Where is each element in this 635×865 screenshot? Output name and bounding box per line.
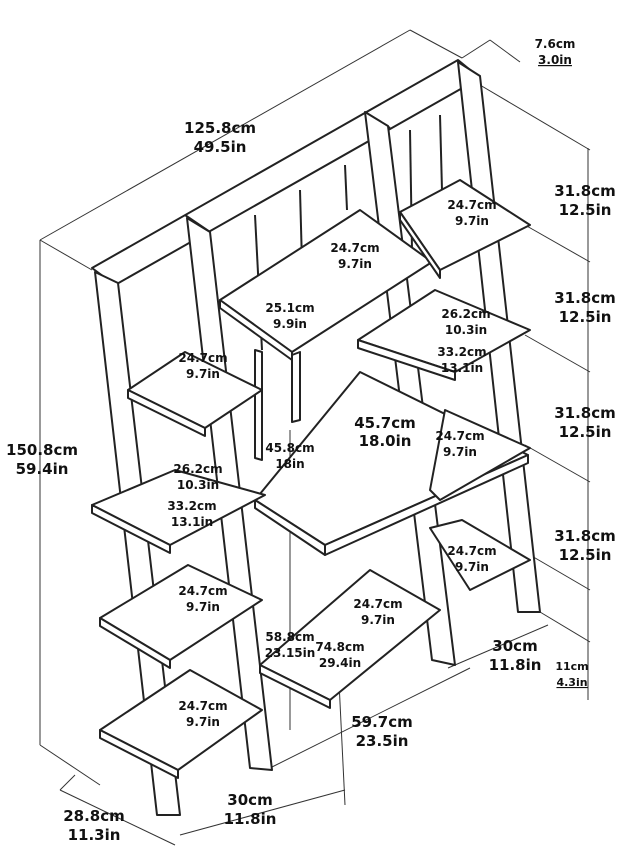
height-extension-bottom bbox=[39, 744, 101, 786]
label-ls2-depth-cm: 26.2cm bbox=[173, 462, 222, 476]
base-width-line bbox=[269, 667, 471, 769]
label-ls3-in: 9.7in bbox=[186, 600, 220, 614]
hutch-support-left bbox=[254, 349, 263, 461]
left-shelf-1-edge bbox=[127, 389, 206, 437]
label-desk-height-in: 18in bbox=[275, 457, 304, 471]
label-tier3-cm: 31.8cm bbox=[554, 404, 616, 422]
base-left-depth-line bbox=[179, 789, 346, 836]
label-rs3-in: 9.7in bbox=[443, 445, 477, 459]
label-tier1-in: 12.5in bbox=[559, 201, 612, 219]
right-shelf-4 bbox=[429, 519, 531, 591]
overall-width-line bbox=[39, 29, 411, 241]
label-leg-a-in: 23.15in bbox=[265, 646, 316, 660]
labels: 7.6cm 3.0in 125.8cm 49.5in 150.8cm 59.4i… bbox=[6, 37, 616, 844]
label-ls1-in: 9.7in bbox=[186, 367, 220, 381]
left-shelves bbox=[91, 351, 266, 779]
label-rs4-in: 9.7in bbox=[455, 560, 489, 574]
dimension-lines bbox=[39, 29, 591, 846]
label-ls2-width-cm: 33.2cm bbox=[167, 499, 216, 513]
top-depth-line bbox=[461, 39, 491, 59]
width-extension-left bbox=[39, 239, 93, 271]
label-base-width-cm: 59.7cm bbox=[351, 713, 413, 731]
label-foot-cm: 11cm bbox=[555, 660, 588, 673]
label-leg-b-cm: 74.8cm bbox=[315, 640, 364, 654]
label-side-depth-in: 11.3in bbox=[68, 826, 121, 844]
left-shelf-4 bbox=[99, 669, 263, 771]
label-tier2-in: 12.5in bbox=[559, 308, 612, 326]
right-shelf-3 bbox=[429, 409, 531, 501]
tier-tick-3 bbox=[524, 444, 591, 483]
label-base-right-in: 11.8in bbox=[489, 656, 542, 674]
back-slat-5 bbox=[439, 114, 443, 191]
label-tier3-in: 12.5in bbox=[559, 423, 612, 441]
label-foot-in: 4.3in bbox=[556, 676, 587, 689]
right-shelves bbox=[357, 179, 531, 591]
left-shelf-2-edge bbox=[91, 504, 171, 554]
hutch bbox=[219, 209, 433, 461]
label-hutch-height-in: 9.9in bbox=[273, 317, 307, 331]
label-rs1-in: 9.7in bbox=[455, 214, 489, 228]
label-desk-width-in: 18.0in bbox=[359, 432, 412, 450]
label-depth-top-cm: 7.6cm bbox=[535, 37, 576, 51]
label-rs2-depth-cm: 26.2cm bbox=[441, 307, 490, 321]
label-rs3-cm: 24.7cm bbox=[435, 429, 484, 443]
label-hutch-width-cm: 24.7cm bbox=[330, 241, 379, 255]
label-tier4-in: 12.5in bbox=[559, 546, 612, 564]
label-height-total-in: 59.4in bbox=[16, 460, 69, 478]
label-ls3-cm: 24.7cm bbox=[178, 584, 227, 598]
width-extension-right bbox=[409, 29, 463, 59]
label-rs2-width-cm: 33.2cm bbox=[437, 345, 486, 359]
label-ls2-width-in: 13.1in bbox=[171, 515, 213, 529]
label-height-total-cm: 150.8cm bbox=[6, 441, 78, 459]
tier-tick-5 bbox=[539, 611, 591, 643]
label-leg-b-in: 29.4in bbox=[319, 656, 361, 670]
tier-tick-1 bbox=[524, 224, 591, 263]
side-depth-line bbox=[59, 789, 176, 846]
label-depth-top-in: 3.0in bbox=[538, 53, 572, 67]
label-rs4-cm: 24.7cm bbox=[447, 544, 496, 558]
under-shelf-edge bbox=[259, 664, 331, 709]
left-shelf-3-edge bbox=[99, 617, 171, 669]
label-tier4-cm: 31.8cm bbox=[554, 527, 616, 545]
label-base-left-in: 11.8in bbox=[224, 810, 277, 828]
label-rs1-cm: 24.7cm bbox=[447, 198, 496, 212]
label-rs2-width-in: 13.1in bbox=[441, 361, 483, 375]
label-ls1-cm: 24.7cm bbox=[178, 351, 227, 365]
label-base-right-cm: 30cm bbox=[492, 637, 537, 655]
label-leg-a-cm: 58.8cm bbox=[265, 630, 314, 644]
back-slat-3 bbox=[344, 164, 348, 211]
label-base-left-cm: 30cm bbox=[227, 791, 272, 809]
top-depth-ext bbox=[489, 39, 521, 63]
label-ls4-cm: 24.7cm bbox=[178, 699, 227, 713]
tier-tick-2 bbox=[524, 334, 591, 373]
side-depth-tick bbox=[59, 774, 76, 791]
label-width-total-in: 49.5in bbox=[194, 138, 247, 156]
right-ext-top bbox=[479, 84, 591, 151]
tier-tick-4 bbox=[529, 554, 591, 591]
label-width-total-cm: 125.8cm bbox=[184, 119, 256, 137]
right-shelf-1-edge bbox=[399, 211, 441, 279]
label-base-width-in: 23.5in bbox=[356, 732, 409, 750]
label-hutch-height-cm: 25.1cm bbox=[265, 301, 314, 315]
label-under-shelf-in: 9.7in bbox=[361, 613, 395, 627]
left-shelf-4-edge bbox=[99, 729, 179, 779]
right-shelf-2-edge bbox=[357, 339, 456, 381]
under-desk-shelf bbox=[259, 569, 441, 709]
label-tier2-cm: 31.8cm bbox=[554, 289, 616, 307]
label-desk-height-cm: 45.8cm bbox=[265, 441, 314, 455]
label-ls2-depth-in: 10.3in bbox=[177, 478, 219, 492]
label-side-depth-cm: 28.8cm bbox=[63, 807, 125, 825]
label-desk-width-cm: 45.7cm bbox=[354, 414, 416, 432]
hutch-support-right bbox=[291, 351, 301, 423]
label-rs2-depth-in: 10.3in bbox=[445, 323, 487, 337]
label-under-shelf-cm: 24.7cm bbox=[353, 597, 402, 611]
label-ls4-in: 9.7in bbox=[186, 715, 220, 729]
base-right-depth-line bbox=[447, 624, 549, 669]
label-hutch-width-in: 9.7in bbox=[338, 257, 372, 271]
label-tier1-cm: 31.8cm bbox=[554, 182, 616, 200]
